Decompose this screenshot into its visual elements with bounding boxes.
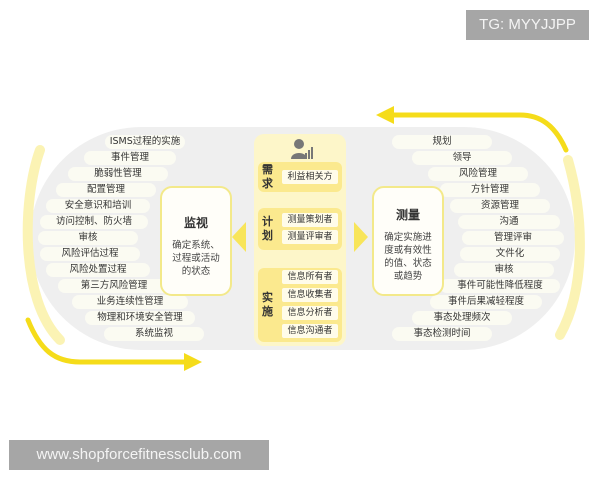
right-item: 资源管理 bbox=[450, 199, 550, 213]
left-item: ISMS过程的实施 bbox=[105, 135, 185, 149]
measure-description: 确定实施进度或有效性的值、状态或趋势 bbox=[384, 232, 432, 282]
role-item: 信息所有者 bbox=[282, 270, 338, 284]
right-item: 文件化 bbox=[460, 247, 560, 261]
role-item: 信息收集者 bbox=[282, 288, 338, 302]
left-item: 第三方风险管理 bbox=[58, 279, 170, 293]
section-demand: 需求 利益相关方 bbox=[258, 162, 342, 192]
person-chart-icon bbox=[291, 139, 313, 159]
center-panel: 需求 利益相关方 计划 测量策划者 测量评审者 实施 信息所有者 信息收集者 信… bbox=[254, 134, 346, 346]
right-item: 事件可能性降低程度 bbox=[440, 279, 560, 293]
right-item: 风险管理 bbox=[428, 167, 528, 181]
section-plan: 计划 测量策划者 测量评审者 bbox=[258, 208, 342, 250]
right-item: 方针管理 bbox=[440, 183, 540, 197]
right-item: 事态检测时间 bbox=[392, 327, 492, 341]
section-label: 需求 bbox=[262, 163, 273, 190]
measure-card: 测量 确定实施进度或有效性的值、状态或趋势 bbox=[372, 186, 444, 296]
watermark-tg: TG: MYYJJPP bbox=[466, 10, 589, 40]
role-item: 信息沟通者 bbox=[282, 324, 338, 338]
left-item: 风险处置过程 bbox=[46, 263, 150, 277]
left-item: 配置管理 bbox=[56, 183, 156, 197]
monitor-description: 确定系统、过程或活动的状态 bbox=[172, 240, 220, 277]
arrow-left-icon bbox=[376, 106, 394, 124]
monitor-title: 监视 bbox=[183, 216, 208, 230]
role-item: 测量评审者 bbox=[282, 230, 338, 244]
left-item: 系统监视 bbox=[104, 327, 204, 341]
left-item: 脆弱性管理 bbox=[68, 167, 168, 181]
left-item: 安全意识和培训 bbox=[46, 199, 150, 213]
left-item: 物理和环境安全管理 bbox=[85, 311, 195, 325]
arrow-to-monitor-icon bbox=[232, 222, 246, 252]
role-item: 测量策划者 bbox=[282, 213, 338, 227]
right-item: 沟通 bbox=[458, 215, 560, 229]
left-item: 访问控制、防火墙 bbox=[40, 215, 148, 229]
section-label: 实施 bbox=[262, 291, 273, 318]
left-item: 业务连续性管理 bbox=[72, 295, 188, 309]
role-item: 信息分析者 bbox=[282, 306, 338, 320]
left-item: 风险评估过程 bbox=[40, 247, 140, 261]
right-item: 领导 bbox=[412, 151, 512, 165]
right-item: 管理评审 bbox=[462, 231, 564, 245]
section-implement: 实施 信息所有者 信息收集者 信息分析者 信息沟通者 bbox=[258, 268, 342, 342]
right-item: 事件后果减轻程度 bbox=[430, 295, 542, 309]
arrow-to-measure-icon bbox=[354, 222, 368, 252]
measure-title: 测量 bbox=[395, 208, 420, 222]
role-item: 利益相关方 bbox=[282, 170, 338, 184]
section-label: 计划 bbox=[262, 215, 273, 242]
left-item: 审核 bbox=[38, 231, 138, 245]
watermark-url: www.shopforcefitnessclub.com bbox=[9, 440, 269, 470]
monitor-card: 监视 确定系统、过程或活动的状态 bbox=[160, 186, 232, 296]
right-item: 事态处理频次 bbox=[412, 311, 512, 325]
left-item: 事件管理 bbox=[84, 151, 176, 165]
right-item: 规划 bbox=[392, 135, 492, 149]
arrow-right-icon bbox=[184, 353, 202, 371]
right-item: 审核 bbox=[454, 263, 554, 277]
